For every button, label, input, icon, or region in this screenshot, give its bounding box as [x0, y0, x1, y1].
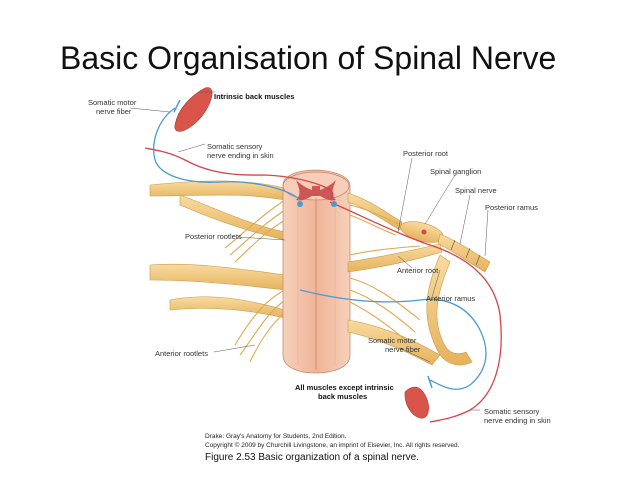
figure-caption: Figure 2.53 Basic organization of a spin…	[205, 452, 419, 463]
ganglion-cell-dot	[421, 229, 427, 235]
limb-muscle	[404, 386, 429, 419]
label-somatic-sensory-bottom-2: nerve ending in skin	[484, 416, 551, 425]
left-posterior-nerve	[149, 180, 286, 201]
label-somatic-sensory-bottom-1: Somatic sensory	[484, 407, 540, 416]
motor-endplate-top	[173, 99, 181, 113]
label-somatic-sensory-top-1: Somatic sensory	[207, 142, 263, 151]
nerve-sheath-rings	[397, 221, 481, 266]
label-anterior-rootlets: Anterior rootlets	[155, 349, 208, 358]
label-intrinsic-back-muscles: Intrinsic back muscles	[214, 92, 294, 101]
label-spinal-nerve: Spinal nerve	[455, 186, 497, 195]
label-anterior-ramus: Anterior ramus	[426, 294, 475, 303]
label-anterior-root: Anterior root	[397, 266, 439, 275]
somatic-motor-fiber-bottom	[299, 289, 487, 390]
slide-title: Basic Organisation of Spinal Nerve	[60, 40, 557, 76]
label-posterior-rootlets: Posterior rootlets	[185, 232, 242, 241]
label-somatic-motor-bottom-2: nerve fiber	[385, 345, 421, 354]
spinal-cord	[282, 169, 351, 374]
right-posterior-root	[347, 192, 403, 231]
label-somatic-motor-bottom-1: Somatic motor	[368, 336, 417, 345]
leader-lines	[129, 91, 489, 411]
left-anterior-nerve	[149, 263, 286, 291]
somatic-motor-fiber-top	[153, 107, 301, 201]
credit-line-2: Copyright © 2009 by Churchill Livingston…	[205, 441, 460, 449]
label-somatic-motor-top-1: Somatic motor	[88, 98, 137, 107]
right-lower-nerve	[347, 319, 441, 366]
right-anterior-root	[347, 243, 443, 273]
left-rootlet-fibers	[224, 199, 286, 363]
cord-texture	[297, 205, 336, 365]
gray-matter	[296, 180, 336, 201]
label-posterior-root: Posterior root	[403, 149, 449, 158]
credit-line-1: Drake: Gray's Anatomy for Students, 2nd …	[205, 433, 347, 440]
motor-neuron-dot	[331, 201, 337, 207]
somatic-sensory-fiber-bottom	[329, 201, 502, 423]
label-somatic-motor-top-2: nerve fiber	[96, 107, 132, 116]
label-somatic-sensory-top-2: nerve ending in skin	[207, 151, 274, 160]
motor-neuron-dot	[297, 201, 303, 207]
anterior-ramus	[426, 254, 473, 366]
right-rootlet-fibers	[349, 204, 421, 343]
label-all-muscles-2: back muscles	[318, 392, 367, 401]
label-posterior-ramus: Posterior ramus	[485, 203, 538, 212]
label-spinal-ganglion: Spinal ganglion	[430, 167, 481, 176]
label-all-muscles-1: All muscles except intrinsic	[295, 383, 394, 392]
left-lower-rootlets	[169, 296, 286, 319]
somatic-sensory-fiber-top	[144, 147, 334, 199]
intrinsic-back-muscle	[174, 87, 213, 132]
motor-endplate-bottom	[427, 375, 433, 389]
